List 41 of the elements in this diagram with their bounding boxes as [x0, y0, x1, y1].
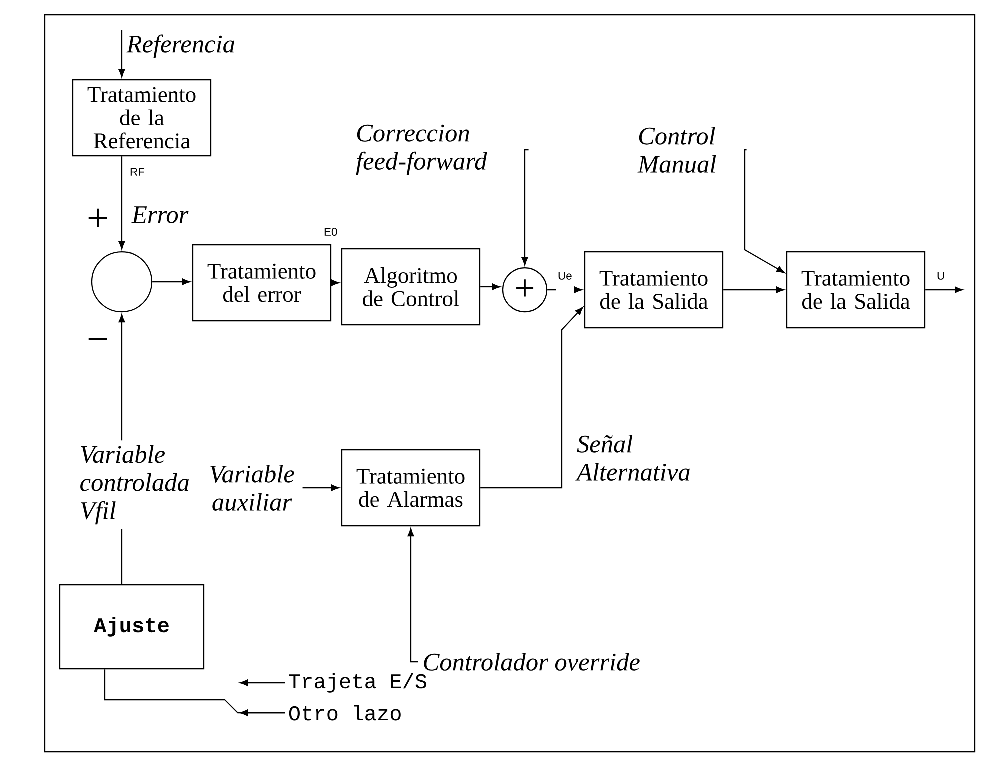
sign-label: +: [88, 208, 108, 228]
arrow: [744, 149, 785, 274]
signal-label: Variable controlada Vfil: [80, 445, 189, 525]
arrow: [331, 280, 340, 286]
process-box: Tratamiento de Alarmas: [341, 449, 481, 527]
signal-label: Referencia: [126, 34, 235, 58]
arrow: [240, 680, 285, 686]
signal-label: Error: [132, 206, 189, 224]
edge-label: RF: [130, 168, 144, 176]
edge-label: E0: [324, 228, 338, 236]
signal-label: Otro lazo: [289, 705, 401, 721]
summing-circle: [91, 251, 153, 313]
arrow: [118, 314, 126, 441]
arrow: [408, 528, 418, 663]
arrow: [926, 286, 964, 294]
arrow: [152, 278, 191, 286]
arrow: [480, 307, 584, 489]
connector-line: [104, 670, 285, 714]
signal-label: Correccion feed-forward: [356, 124, 488, 176]
process-box: Tratamiento de la Salida: [584, 251, 724, 329]
signal-label: Trajeta E/S: [289, 673, 427, 693]
connector-line: [121, 529, 123, 584]
edge-label: Ue: [558, 272, 572, 280]
process-box: Ajuste: [59, 584, 205, 670]
process-box: Tratamiento de la Referencia: [72, 79, 212, 157]
arrow: [547, 286, 583, 294]
arrow: [118, 156, 126, 250]
arrow: [724, 286, 785, 294]
arrow: [302, 484, 340, 492]
signal-label: Control Manual: [638, 127, 716, 173]
process-box: Tratamiento del error: [192, 244, 332, 322]
sign-label: −: [88, 338, 108, 340]
signal-label: Controlador override: [424, 653, 640, 671]
edge-label: U: [938, 272, 944, 280]
signal-label: Variable auxiliar: [210, 465, 294, 511]
arrow: [118, 30, 126, 78]
edge-label: Señal Alternativa: [576, 435, 690, 481]
arrow: [522, 149, 529, 266]
process-box: Algoritmo de Control: [341, 248, 481, 326]
process-box: Tratamiento de la Salida: [786, 251, 926, 329]
arrow: [480, 284, 501, 290]
